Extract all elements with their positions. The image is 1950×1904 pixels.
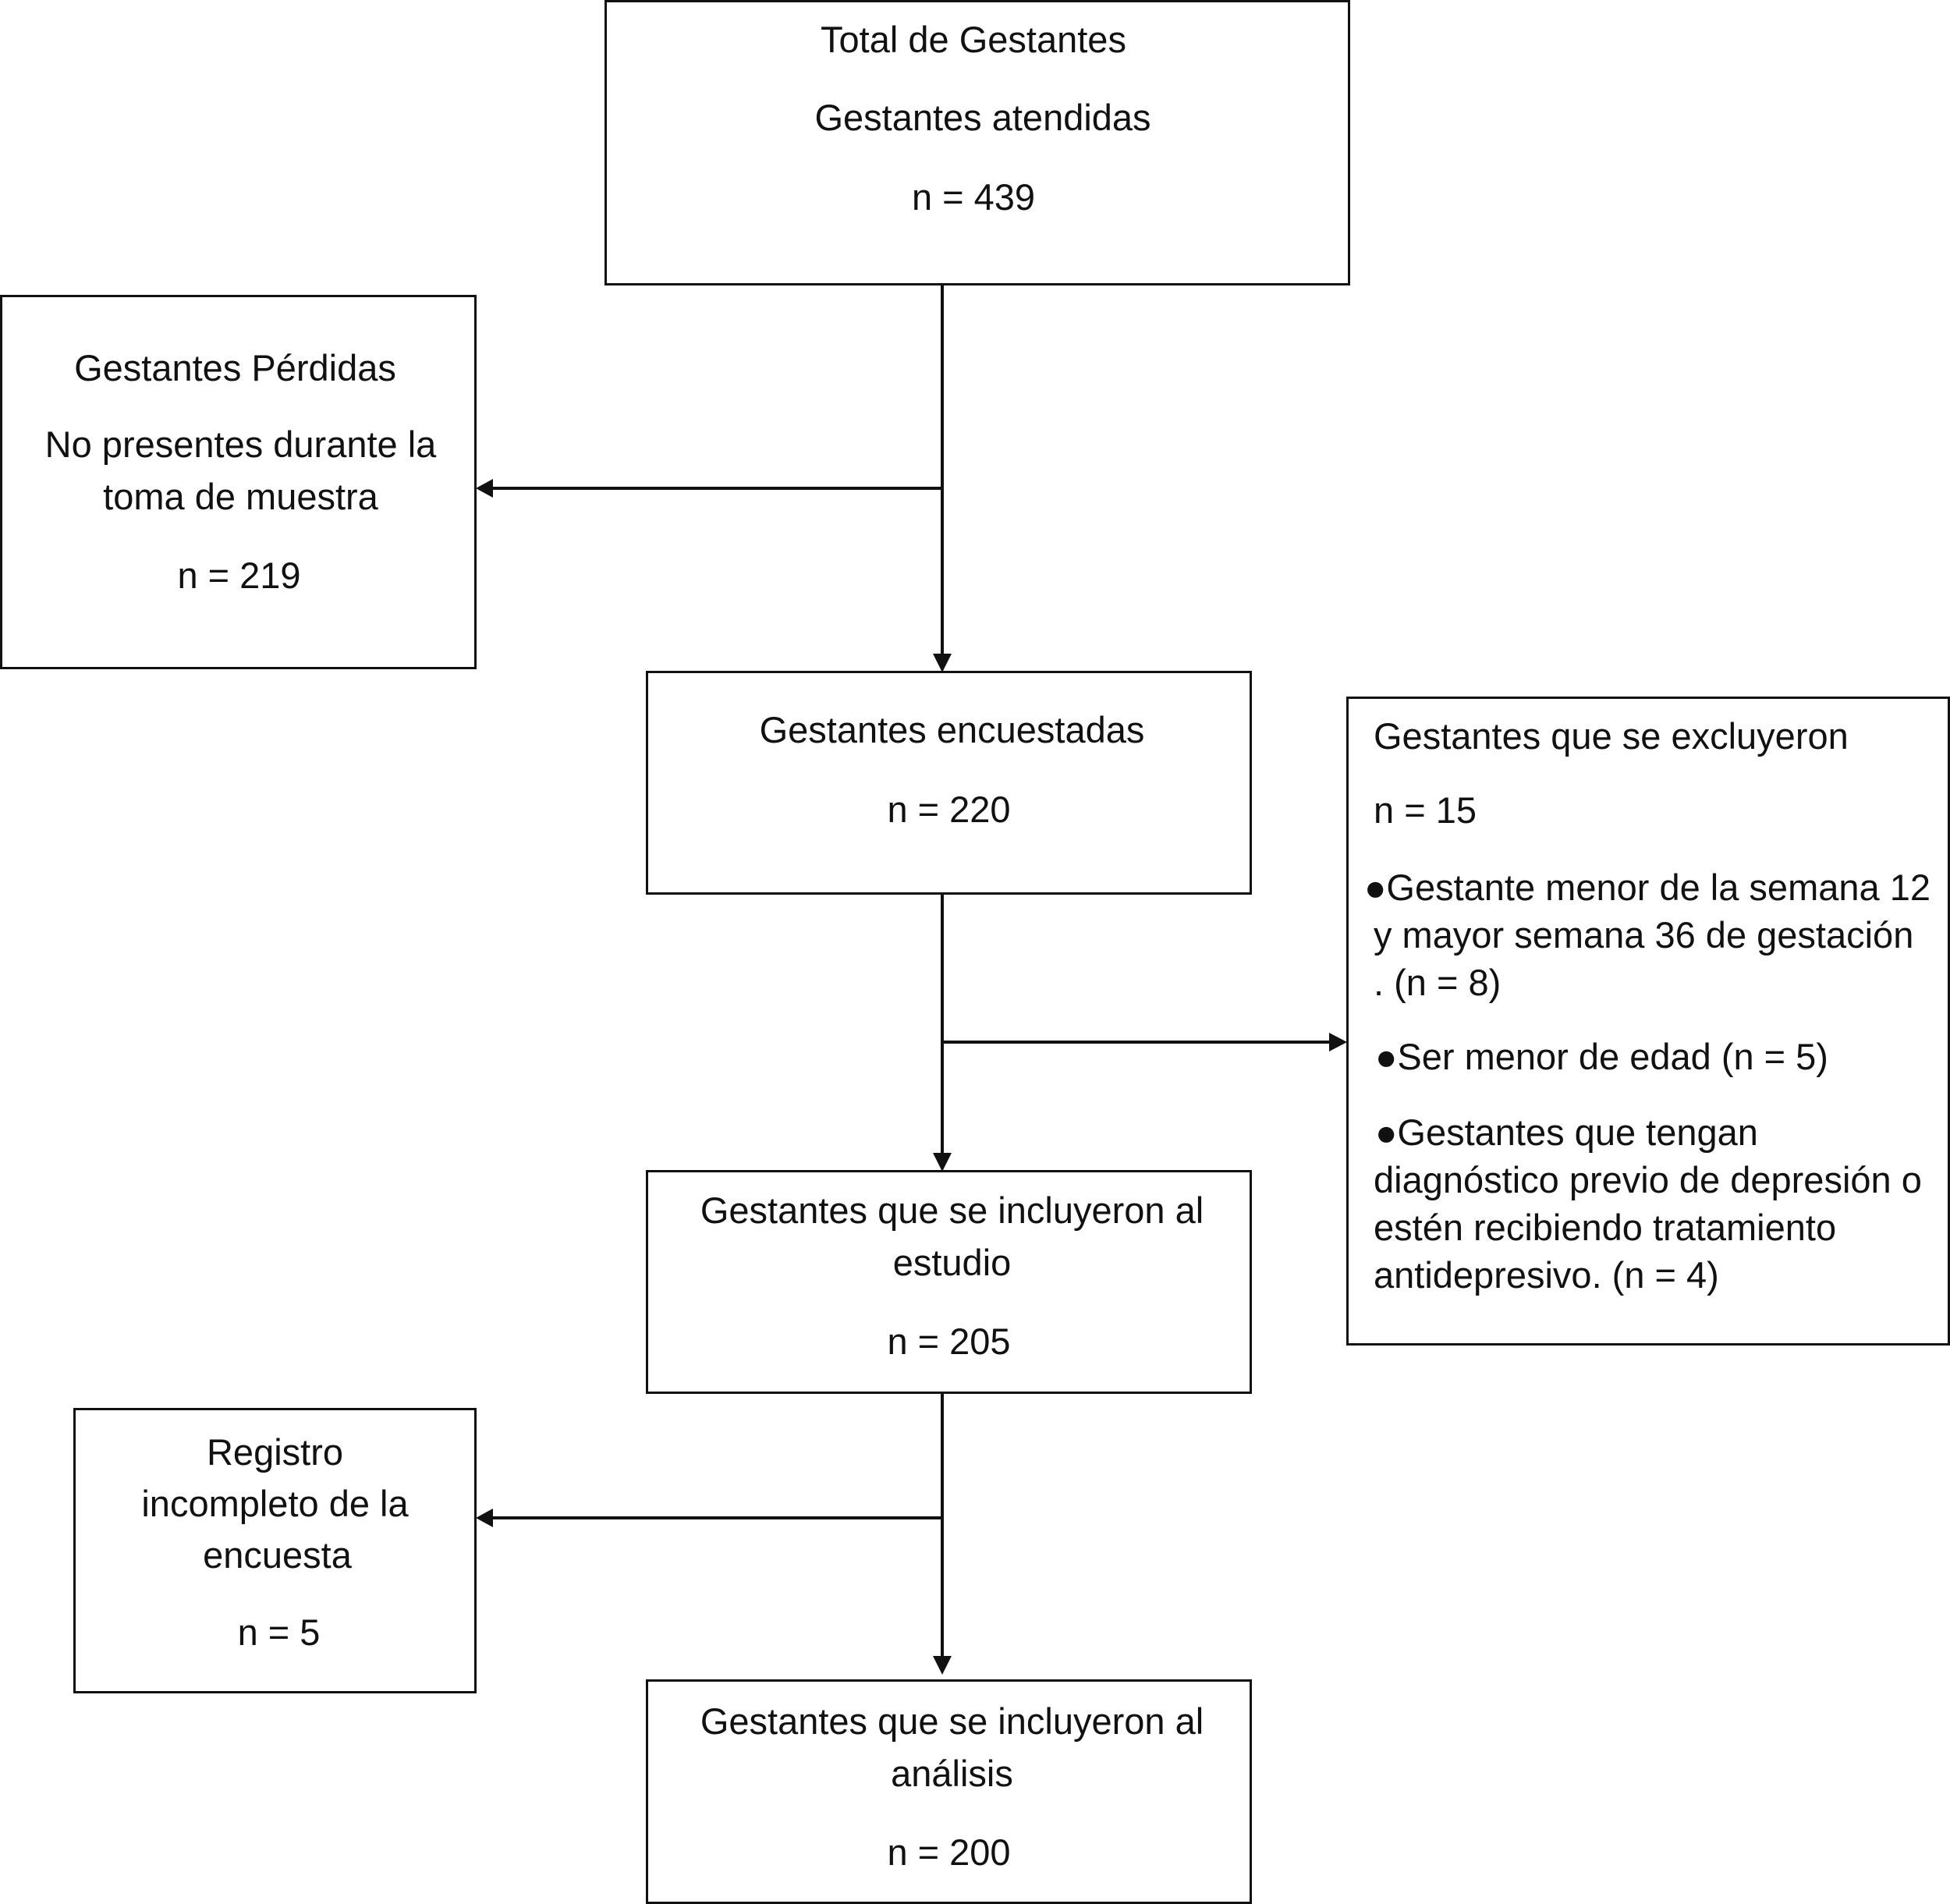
included-study-box: Gestantes que se incluyeron al estudio n… — [646, 1170, 1252, 1394]
total-count: n = 439 — [911, 176, 1036, 218]
included-analysis-box: Gestantes que se incluyeron al análisis … — [646, 1679, 1252, 1904]
incomplete-line-2: incompleto de la — [141, 1483, 409, 1524]
total-title: Total de Gestantes — [821, 19, 1126, 60]
surveyed-count: n = 220 — [887, 789, 1011, 830]
surveyed-title: Gestantes encuestadas — [759, 709, 1145, 750]
arrowhead-to-incomplete — [476, 1509, 493, 1527]
incomplete-record-box: Registro incompleto de la encuesta n = 5 — [73, 1408, 477, 1693]
incomplete-count: n = 5 — [237, 1611, 321, 1653]
included-study-title-line-1: Gestantes que se incluyeron al — [700, 1190, 1204, 1231]
incomplete-line-3: encuesta — [203, 1534, 352, 1576]
arrowhead-to-included-study — [933, 1153, 952, 1172]
exclusion-criterion-gestational-age-line-3: . (n = 8) — [1374, 962, 1502, 1003]
included-analysis-title-line-1: Gestantes que se incluyeron al — [700, 1700, 1204, 1742]
lost-pregnant-box: Gestantes Pérdidas No presentes durante … — [0, 295, 477, 669]
excluded-count: n = 15 — [1374, 789, 1477, 831]
excluded-pregnant-box: Gestantes que se excluyeron n = 15 ●Gest… — [1346, 697, 1950, 1346]
lost-title: Gestantes Pérdidas — [74, 347, 396, 388]
exclusion-criterion-depression-line-2: diagnóstico previo de depresión o — [1374, 1159, 1922, 1200]
surveyed-pregnant-box: Gestantes encuestadas n = 220 — [646, 671, 1252, 895]
included-analysis-count: n = 200 — [887, 1831, 1011, 1873]
exclusion-criterion-depression-line-3: estén recibiendo tratamiento — [1374, 1207, 1837, 1248]
arrowhead-to-analysis — [933, 1656, 952, 1675]
total-pregnant-box: Total de Gestantes Gestantes atendidas n… — [604, 0, 1350, 285]
included-analysis-title-line-2: análisis — [891, 1753, 1013, 1794]
included-study-title-line-2: estudio — [892, 1242, 1012, 1283]
exclusion-criterion-gestational-age-line-1: ●Gestante menor de la semana 12 — [1364, 867, 1930, 908]
arrowhead-to-surveyed — [933, 654, 952, 672]
included-study-count: n = 205 — [887, 1321, 1011, 1362]
arrowhead-to-excluded — [1329, 1033, 1347, 1051]
total-subtitle: Gestantes atendidas — [814, 97, 1151, 138]
exclusion-criterion-minor-age: ●Ser menor de edad (n = 5) — [1375, 1036, 1828, 1077]
excluded-title: Gestantes que se excluyeron — [1374, 715, 1849, 757]
arrowhead-to-lost — [476, 479, 493, 498]
lost-description-line-1: No presentes durante la — [44, 424, 437, 465]
incomplete-line-1: Registro — [206, 1431, 343, 1473]
exclusion-criterion-depression-line-4: antidepresivo. (n = 4) — [1374, 1254, 1719, 1296]
exclusion-criterion-gestational-age-line-2: y mayor semana 36 de gestación — [1374, 914, 1914, 956]
exclusion-criterion-depression-line-1: ●Gestantes que tengan — [1375, 1112, 1758, 1153]
lost-count: n = 219 — [177, 555, 301, 596]
lost-description-line-2: toma de muestra — [103, 476, 378, 517]
